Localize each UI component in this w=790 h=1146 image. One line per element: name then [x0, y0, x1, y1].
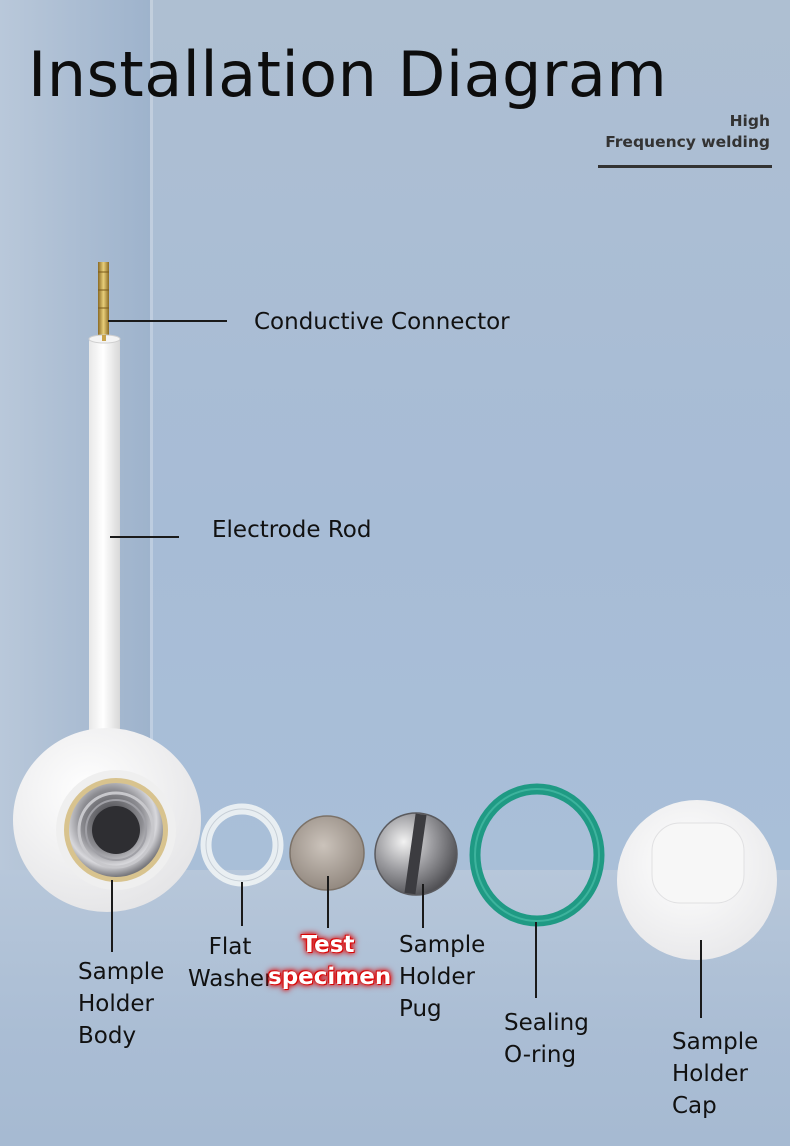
sealing-oring-part — [469, 783, 605, 927]
sample-holder-plug-part — [374, 812, 458, 896]
subtitle-line-1: High — [729, 112, 770, 130]
connector-leader-line — [108, 320, 227, 322]
sample-holder-cap-part — [617, 800, 777, 960]
oring-leader-line — [535, 922, 537, 998]
electrode-rod-part — [88, 334, 121, 750]
specimen-leader-line — [327, 876, 329, 928]
wall-corner-edge — [150, 0, 153, 870]
sample-holder-body-part — [13, 728, 201, 912]
label-sealing-oring: Sealing O-ring — [504, 1010, 589, 1068]
rod-leader-line — [110, 536, 179, 538]
label-test-specimen: Test specimen — [268, 932, 392, 990]
subtitle: High Frequency welding — [605, 111, 770, 153]
washer-leader-line — [241, 882, 243, 926]
label-sample-holder-body: Sample Holder Body — [78, 959, 165, 1049]
cap-leader-line — [700, 940, 702, 1018]
conductive-connector-part — [98, 262, 109, 338]
label-sample-holder-plug: Sample Holder Pug — [399, 932, 486, 1022]
flat-washer-part — [200, 803, 284, 887]
label-conductive-connector: Conductive Connector — [254, 309, 510, 335]
page-title: Installation Diagram — [28, 38, 668, 111]
background-wall — [0, 0, 150, 870]
label-flat-washer: Flat Washer — [188, 934, 274, 992]
subtitle-underline — [598, 165, 772, 168]
subtitle-line-2: Frequency welding — [605, 133, 770, 151]
plug-leader-line — [422, 884, 424, 928]
label-sample-holder-cap: Sample Holder Cap — [672, 1029, 759, 1119]
body-leader-line — [111, 880, 113, 952]
label-electrode-rod: Electrode Rod — [212, 517, 372, 543]
